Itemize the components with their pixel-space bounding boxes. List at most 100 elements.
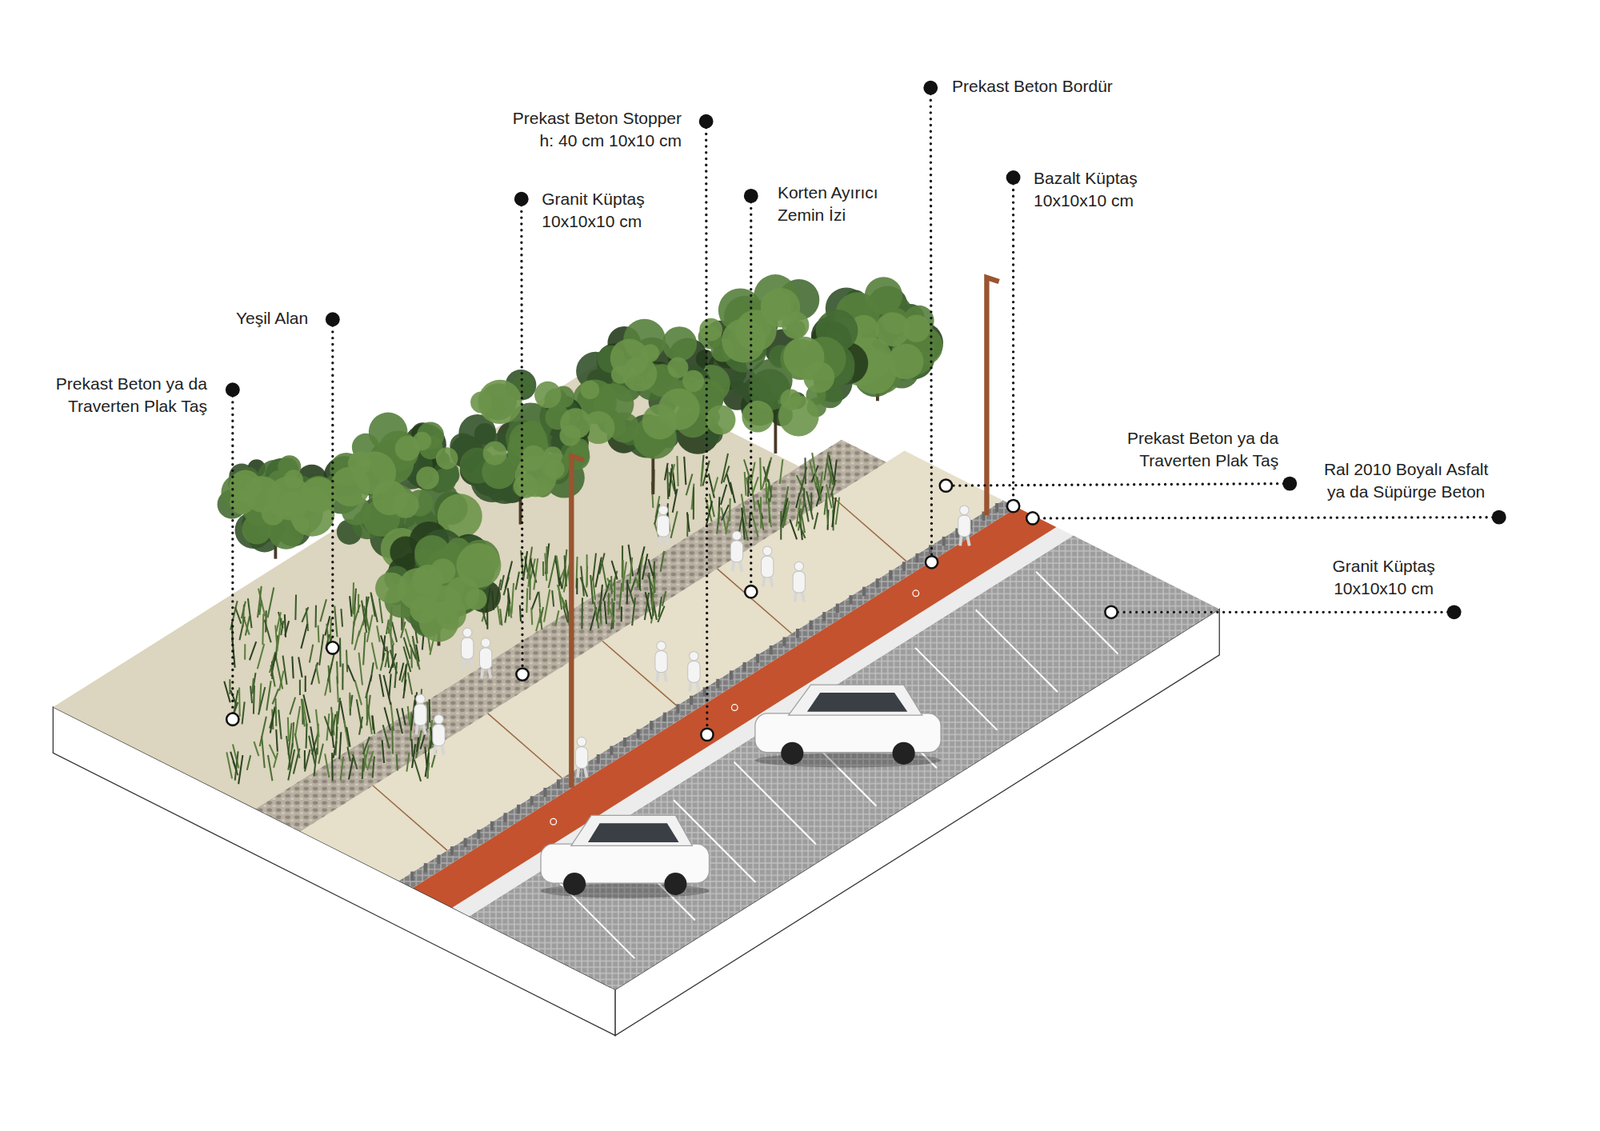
bollard (596, 754, 600, 764)
grass-blade (425, 752, 429, 777)
leader-line (331, 319, 334, 648)
grass-blade (379, 598, 383, 624)
bollard (995, 503, 999, 512)
grass-blade (268, 587, 275, 618)
grass-blade (318, 744, 324, 764)
grass-blade (676, 456, 678, 487)
grass-blade (359, 652, 363, 686)
grass-blade (348, 664, 356, 681)
tree-foliage (611, 365, 630, 384)
tree-foliage (416, 466, 440, 490)
grass-blade (372, 716, 376, 735)
person-body (792, 571, 805, 593)
grass-blade (382, 635, 385, 660)
callout-label-box: Prekast Beton Bordür (952, 75, 1113, 98)
grass-blade (245, 616, 250, 636)
parking-line (976, 609, 1058, 692)
grass-blade (687, 512, 690, 532)
person-body (414, 704, 427, 726)
car-window (807, 692, 908, 712)
grass-blade (780, 511, 782, 540)
grass-blade (224, 681, 230, 703)
tree-foliage (397, 568, 440, 611)
grass-blade (723, 466, 729, 484)
grass-blade (592, 553, 596, 581)
grass-blade (384, 707, 392, 731)
bollard (436, 855, 440, 864)
leader-line (945, 484, 1290, 487)
grass-blade (405, 628, 412, 648)
person-legs (434, 744, 444, 756)
corten-joint (372, 785, 448, 851)
person-legs (732, 561, 742, 572)
callout-label: Prekast Beton ya da Traverten Plak Taş (1093, 427, 1279, 472)
grass-blade (662, 591, 666, 606)
target-dot (1104, 606, 1117, 619)
car-wheel (892, 742, 915, 765)
tree-foliage (261, 502, 285, 526)
grass-blade (764, 460, 771, 480)
grass-blade (278, 709, 281, 740)
tree-foliage (699, 318, 723, 342)
grass-blade (780, 459, 784, 484)
grass-blade (358, 621, 364, 637)
green-area-ground (52, 364, 800, 809)
leader-line (521, 199, 523, 675)
grass-blade (660, 551, 665, 572)
target-dot (326, 641, 339, 654)
callout-label-box: Ral 2010 Boyalı Asfalt ya da Süpürge Bet… (1313, 458, 1499, 504)
bollard (862, 587, 866, 596)
tree-foliage (706, 404, 736, 435)
grass-blade (826, 459, 833, 485)
grass-blade (346, 727, 350, 747)
target-dot (1007, 500, 1020, 512)
leader-dot (1282, 476, 1297, 492)
grass-blade (339, 637, 342, 667)
grass-blade (586, 554, 588, 586)
grass-blade (276, 656, 283, 689)
bollard (703, 687, 707, 696)
grass-blade (304, 750, 306, 769)
bollard (556, 779, 560, 788)
bollard (716, 679, 720, 688)
grass-blade (352, 754, 358, 770)
person-body (761, 556, 774, 578)
tree-foliage (330, 466, 371, 507)
bollard (902, 561, 906, 571)
car-wheel (664, 872, 687, 896)
grass-blade (416, 737, 419, 752)
grass-blade (531, 607, 532, 625)
bike-symbol (550, 818, 557, 825)
car-wheel (780, 742, 804, 765)
grass-blade (712, 476, 718, 494)
grass-blade (310, 726, 316, 758)
grass-blade (247, 755, 251, 770)
person-legs (689, 681, 699, 692)
grass-blade (362, 758, 364, 780)
grass-blade (638, 565, 640, 590)
person-legs (795, 592, 804, 603)
person-legs (577, 767, 587, 778)
bollard (609, 746, 613, 756)
callout-label: Ral 2010 Boyalı Asfalt ya da Süpürge Bet… (1313, 458, 1499, 504)
callout-label-box: Granit Küptaş 10x10x10 cm (541, 188, 672, 233)
tree-foliage (284, 469, 304, 489)
grass-blade (260, 716, 267, 747)
grass-blade (404, 664, 406, 692)
grass-blade (268, 755, 273, 781)
grass-blade (410, 647, 413, 669)
grass-blade (664, 463, 668, 481)
grass-blade (504, 600, 508, 623)
grass-blade (363, 736, 370, 755)
leader-line (1111, 611, 1455, 614)
bollard (543, 788, 547, 797)
grass-blade (652, 575, 656, 608)
grass-blade (730, 482, 736, 504)
leader-dot (1492, 510, 1507, 525)
grass-blade (414, 759, 421, 781)
grass-blade (810, 492, 812, 512)
grass-blade (528, 575, 532, 600)
grass-blade (564, 555, 567, 587)
grass-blade (668, 468, 672, 497)
parking-line (734, 762, 816, 845)
